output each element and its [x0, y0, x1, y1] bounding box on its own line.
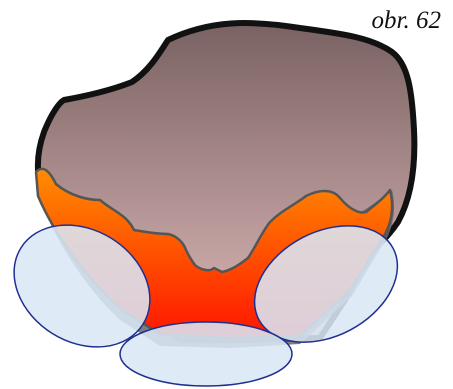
- bottom-lobe: [120, 322, 292, 386]
